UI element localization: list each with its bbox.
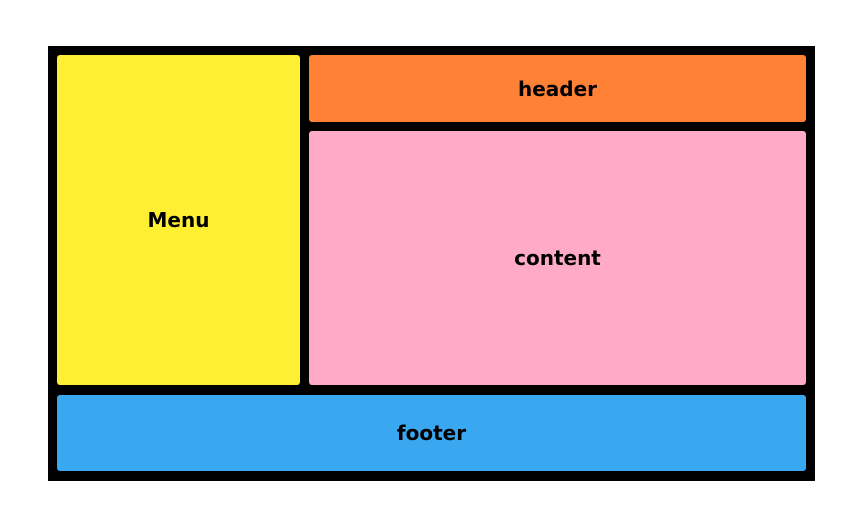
layout-frame: Menu header content footer [48, 46, 815, 481]
menu-region: Menu [57, 55, 300, 385]
header-region: header [309, 55, 806, 122]
content-label: content [514, 246, 601, 270]
footer-region: footer [57, 395, 806, 471]
footer-label: footer [396, 421, 467, 445]
content-region: content [309, 131, 806, 385]
header-label: header [517, 76, 598, 101]
menu-label: Menu [147, 208, 210, 232]
